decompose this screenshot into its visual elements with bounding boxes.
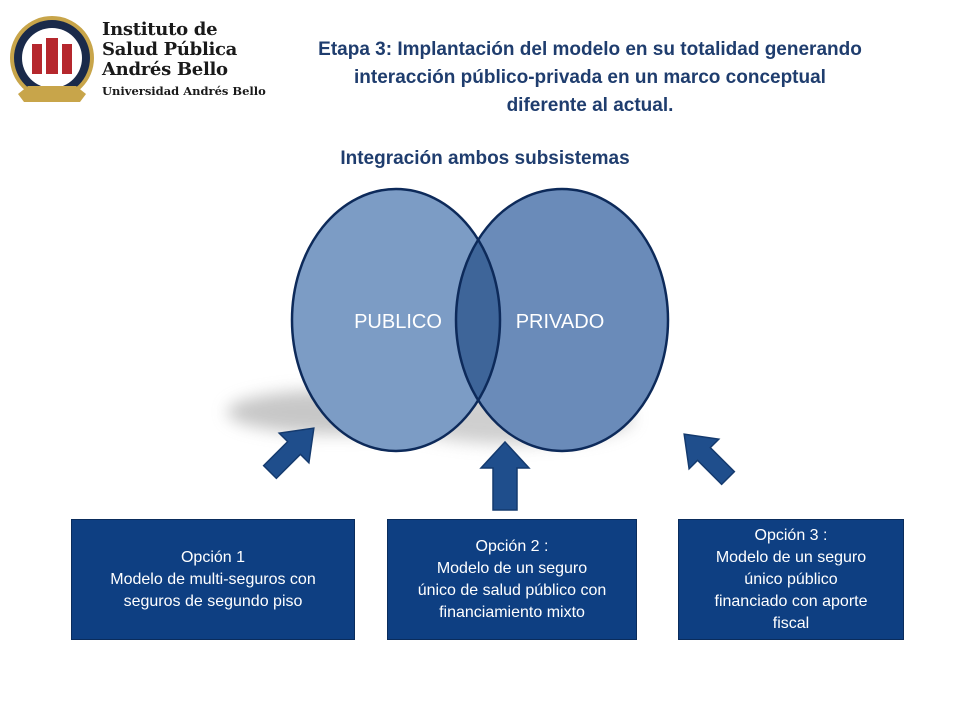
option-1-line: Opción 1 xyxy=(180,548,246,566)
arrow-option-3 xyxy=(683,433,736,486)
title-line-1: Etapa 3: Implantación del modelo en su t… xyxy=(318,39,862,60)
arrow-option-2 xyxy=(479,440,531,511)
venn-circle-publico xyxy=(292,189,500,451)
institute-logo xyxy=(10,16,94,102)
option-3-line: fiscal xyxy=(772,614,810,632)
venn-outline-privado xyxy=(454,187,670,453)
option-3-line: Modelo de un seguro xyxy=(715,548,867,566)
option-2-line: único de salud público con xyxy=(417,581,607,599)
venn-circle-privado xyxy=(456,189,668,451)
university-name: Universidad Andrés Bello xyxy=(102,84,266,98)
option-3-line: Opción 3 : xyxy=(754,526,828,544)
venn-label-privado: PRIVADO xyxy=(516,311,605,333)
title-line-2: interacción público-privada en un marco … xyxy=(354,67,826,88)
institute-name-line-1: Instituto de xyxy=(102,19,218,40)
option-3-line: único público xyxy=(744,570,838,588)
option-1-line: Modelo de multi-seguros con xyxy=(110,570,316,588)
page-title: Etapa 3: Implantación del modelo en su t… xyxy=(270,36,910,120)
option-3-line: financiado con aporte xyxy=(714,592,868,610)
option-3-box: Opción 3 : Modelo de un seguro único púb… xyxy=(678,519,904,640)
option-1-line: seguros de segundo piso xyxy=(123,592,303,610)
diagram-subtitle: Integración ambos subsistemas xyxy=(340,148,630,169)
option-1-box: Opción 1 Modelo de multi-seguros con seg… xyxy=(71,519,355,640)
venn-outline-publico xyxy=(290,187,502,453)
institute-name-line-2: Salud Pública xyxy=(102,39,238,60)
arrow-option-1 xyxy=(262,427,315,480)
option-2-line: financiamiento mixto xyxy=(439,603,585,621)
crest-icon xyxy=(10,16,94,102)
option-2-box: Opción 2 : Modelo de un seguro único de … xyxy=(387,519,637,640)
institute-name: Instituto de Salud Pública Andrés Bello xyxy=(102,20,262,80)
option-2-line: Modelo de un seguro xyxy=(436,559,588,577)
option-2-line: Opción 2 : xyxy=(475,537,549,555)
venn-label-publico: PUBLICO xyxy=(354,311,442,333)
title-line-3: diferente al actual. xyxy=(506,95,674,116)
institute-name-line-3: Andrés Bello xyxy=(102,59,228,80)
